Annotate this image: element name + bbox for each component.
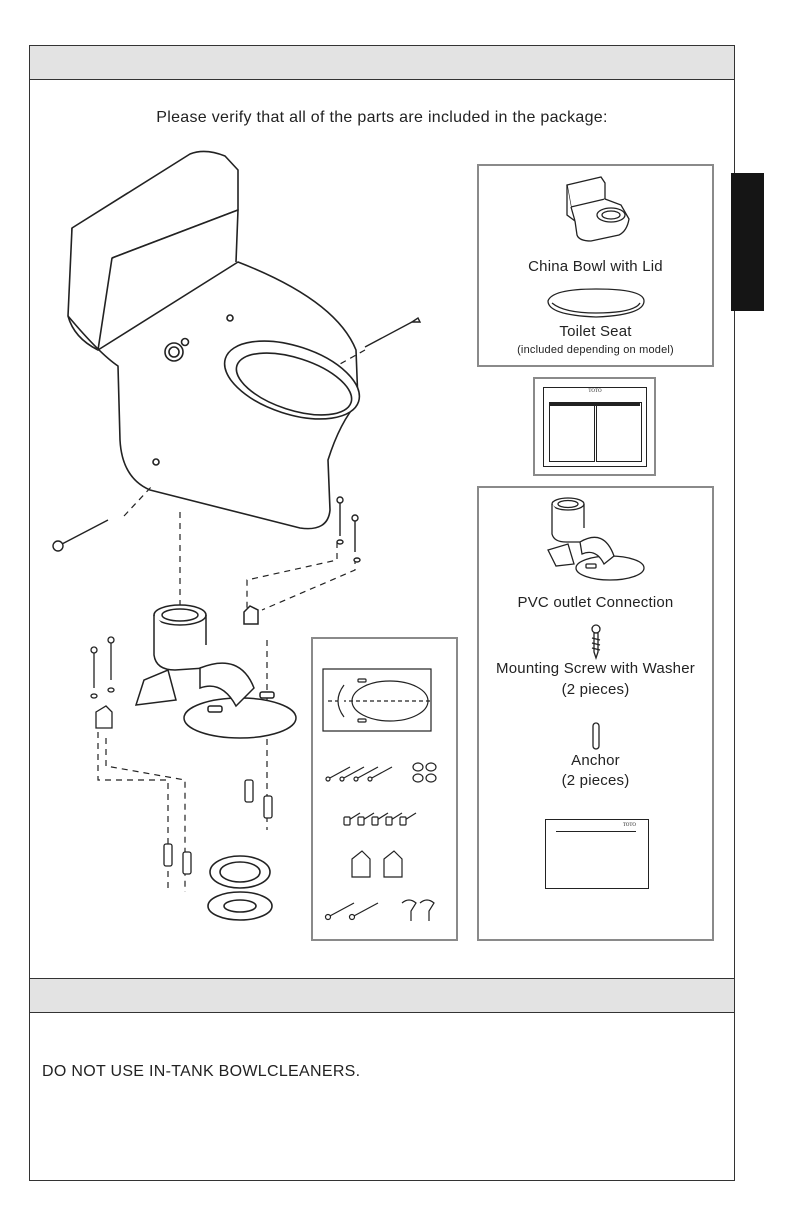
language-tab [731,173,764,311]
pvc-outlet-icon [546,494,646,584]
hardware-kit-icons [314,645,454,935]
manual-brand: TOTO [544,389,646,394]
instruction-card-icon: TOTO [545,819,649,889]
mounting-screw-label: Mounting Screw with Washer [479,660,712,677]
toilet-seat-label: Toilet Seat [479,323,712,340]
mounting-screw-qty: (2 pieces) [479,681,712,698]
parts-section-header [29,45,735,80]
anchor-label: Anchor [479,752,712,769]
china-bowl-icon [561,175,637,245]
intro-text: Please verify that all of the parts are … [30,109,734,127]
pvc-outlet-label: PVC outlet Connection [479,594,712,611]
care-section-header [29,978,735,1013]
card-brand: TOTO [623,823,636,828]
toilet-seat-icon [544,287,648,319]
china-bowl-label: China Bowl with Lid [479,258,712,275]
anchor-icon [591,722,601,750]
toilet-seat-note: (included depending on model) [479,344,712,356]
warning-text: DO NOT USE IN-TANK BOWLCLEANERS. [42,1063,360,1081]
manual-icon: TOTO [543,387,647,467]
mounting-screw-icon [589,624,603,660]
anchor-qty: (2 pieces) [479,772,712,789]
